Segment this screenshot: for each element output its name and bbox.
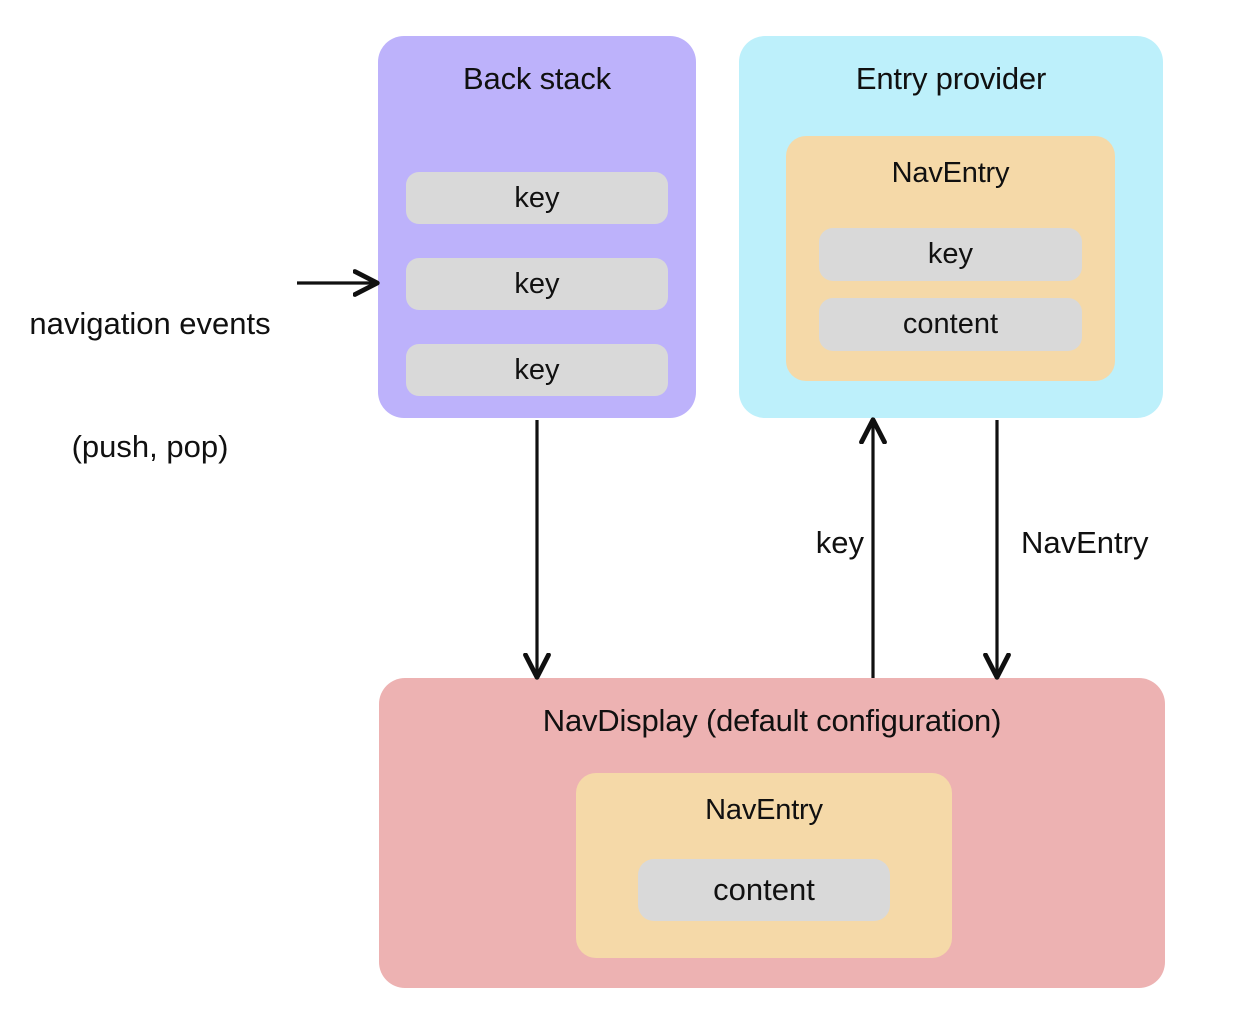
nav-display-content-chip: content (638, 859, 890, 921)
nav-display-node: NavDisplay (default configuration) NavEn… (379, 678, 1165, 988)
nav-display-nav-entry-title: NavEntry (705, 794, 823, 826)
entry-provider-node: Entry provider NavEntry key content (739, 36, 1163, 418)
nav-display-title: NavDisplay (default configuration) (542, 703, 1002, 738)
back-stack-node: Back stack key key key (378, 36, 696, 418)
navigation-events-label: navigation events (push, pop) (10, 222, 290, 549)
entry-provider-key-chip: key (819, 228, 1082, 281)
navigation-events-label-line-2: (push, pop) (71, 428, 229, 464)
edge-label-naventry: NavEntry (1021, 525, 1149, 560)
back-stack-title: Back stack (463, 61, 611, 96)
nav-display-nav-entry: NavEntry content (576, 773, 952, 958)
navigation-events-label-line-1: navigation events (29, 305, 271, 341)
entry-provider-content-chip: content (819, 298, 1082, 351)
back-stack-key-chip: key (406, 172, 668, 224)
entry-provider-nav-entry: NavEntry key content (786, 136, 1115, 381)
entry-provider-title: Entry provider (855, 61, 1047, 96)
back-stack-key-chip: key (406, 258, 668, 310)
entry-provider-nav-entry-title: NavEntry (891, 157, 1010, 189)
edge-label-key: key (815, 525, 864, 560)
back-stack-key-chip: key (406, 344, 668, 396)
